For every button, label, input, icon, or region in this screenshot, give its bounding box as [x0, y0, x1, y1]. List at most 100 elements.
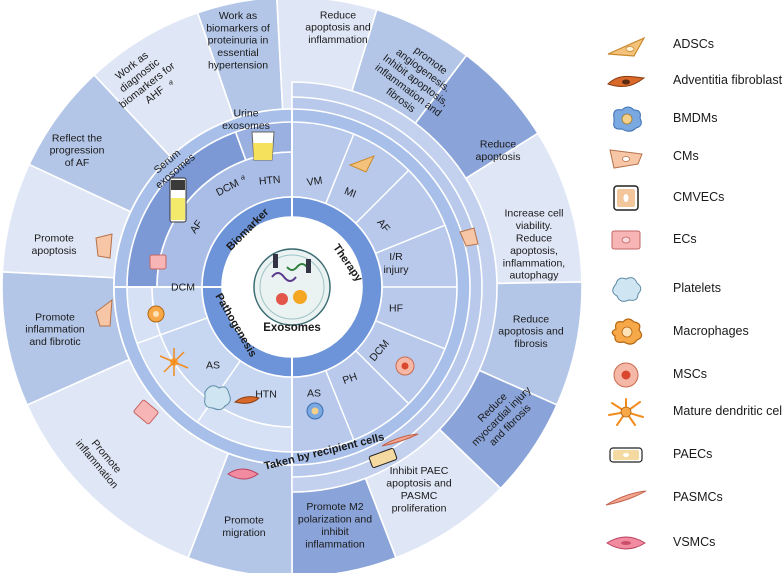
legend-item-cms: CMs — [600, 142, 782, 172]
pathogenesis-disease-dcm: DCM — [171, 282, 195, 294]
therapy-divider — [375, 320, 446, 350]
legend-item-pasmcs: PASMCs — [600, 483, 782, 513]
text-line: Reflect the — [52, 132, 102, 144]
text-line: Reduce — [320, 9, 356, 21]
legend-label: BMDMs — [673, 111, 718, 125]
urine-fluid-icon — [253, 143, 273, 160]
exosome-cargo-icon — [276, 293, 288, 305]
text-line: apoptosis — [32, 245, 77, 257]
legend-item-vsmcs: VSMCs — [600, 528, 782, 558]
legend-label: Macrophages — [673, 324, 749, 338]
text-line: Increase cell — [505, 208, 564, 220]
pasmc-cell-icon — [381, 433, 419, 447]
legend-label: ADSCs — [673, 37, 714, 51]
cell-type-legend: ADSCs Adventitia fibroblasts BMDMs CMs C… — [600, 0, 782, 573]
text-line: of AF — [65, 157, 90, 169]
adventitia-fibroblast-icon — [607, 75, 646, 87]
text-line: hypertension — [208, 60, 268, 72]
exosome-vesicle-icon — [253, 248, 331, 326]
cardiomyocyte-icon — [609, 149, 643, 169]
pathogenesis-divider — [136, 317, 208, 345]
therapy-disease-ph: PH — [341, 371, 359, 387]
dendritic-process-icon — [159, 348, 189, 376]
superscript-a: a — [169, 79, 173, 86]
endothelial-cell-icon — [611, 230, 641, 250]
therapy-divider — [325, 133, 355, 204]
exosome-cargo-icon — [293, 290, 307, 304]
adsc-cell-icon — [348, 155, 376, 173]
legend-label: PASMCs — [673, 490, 723, 504]
text-line: inflammation — [25, 324, 85, 336]
outer-text-diagnostic-ahf: Work asdiagnosticbiomarkers forAHF — [102, 40, 186, 120]
serum-fluid-icon — [171, 198, 185, 220]
legend-label: ECs — [673, 232, 697, 246]
therapy-disease-hf: HF — [389, 303, 403, 315]
text-line: PASMC — [401, 490, 438, 502]
text-line: Reduce — [480, 139, 516, 151]
therapy-divider — [355, 350, 410, 405]
text-line: polarization and — [298, 514, 372, 526]
text-line: I/R — [389, 251, 403, 263]
text-line: injury — [383, 264, 409, 276]
text-line: apoptosis, — [510, 245, 558, 257]
msc-nucleus-icon — [401, 362, 409, 370]
legend-label: CMs — [673, 149, 699, 163]
text-line: apoptosis and — [498, 326, 564, 338]
therapy-disease-vm: VM — [306, 175, 323, 189]
text-line: progression — [50, 145, 105, 157]
legend-label: PAECs — [673, 447, 713, 461]
text-line: autophagy — [509, 270, 559, 282]
text-line: inflammation, — [503, 257, 565, 269]
text-line: exosomes — [222, 120, 270, 132]
pasmc-cell-icon — [605, 490, 647, 506]
paec-cell-icon — [368, 447, 398, 469]
platelet-icon — [612, 277, 642, 302]
text-line: Reduce — [513, 313, 549, 325]
therapy-divider — [325, 370, 355, 441]
legend-item-adventitia-fibroblasts: Adventitia fibroblasts — [600, 66, 782, 96]
text-line: and fibrotic — [29, 336, 80, 348]
text-line: biomarkers of — [206, 22, 270, 34]
adsc-cell-icon — [607, 36, 646, 57]
cardiomyocyte-icon — [95, 233, 113, 259]
legend-item-adscs: ADSCs — [600, 30, 782, 60]
text-line: Urine — [233, 108, 258, 120]
text-line: Reduce — [516, 233, 552, 245]
text-line: Promote — [224, 515, 264, 527]
msc-cell-icon — [613, 362, 639, 388]
text-line: essential — [217, 47, 258, 59]
text-line: apoptosis — [476, 151, 521, 163]
text-line: viability. — [516, 220, 553, 232]
exosome-membrane-icon — [259, 254, 325, 320]
vsmc-cell-icon — [227, 468, 259, 480]
membrane-protein-icon — [306, 259, 311, 273]
bmdm-nucleus-icon — [311, 407, 319, 415]
legend-label: CMVECs — [673, 190, 725, 204]
cardiomyocyte-icon — [95, 298, 113, 327]
text-line: Inhibit PAEC — [390, 465, 449, 477]
legend-label: Platelets — [673, 281, 721, 295]
text-line: proteinuria in — [208, 35, 269, 47]
cmvec-cell-icon — [613, 185, 639, 211]
membrane-protein-icon — [273, 254, 278, 268]
therapy-disease-as: AS — [307, 388, 321, 400]
rna-strand-icon — [271, 272, 297, 282]
platelet-icon — [204, 385, 231, 411]
text-line: inflammation — [305, 538, 365, 550]
legend-item-paecs: PAECs — [600, 440, 782, 470]
therapy-divider — [355, 169, 410, 224]
legend-item-mature-dendritic-cells: Mature dendritic cells — [600, 397, 782, 427]
text-line: Promote — [34, 233, 74, 245]
legend-label: Mature dendritic cells — [673, 404, 782, 418]
bmdm-cell-icon — [613, 106, 642, 132]
